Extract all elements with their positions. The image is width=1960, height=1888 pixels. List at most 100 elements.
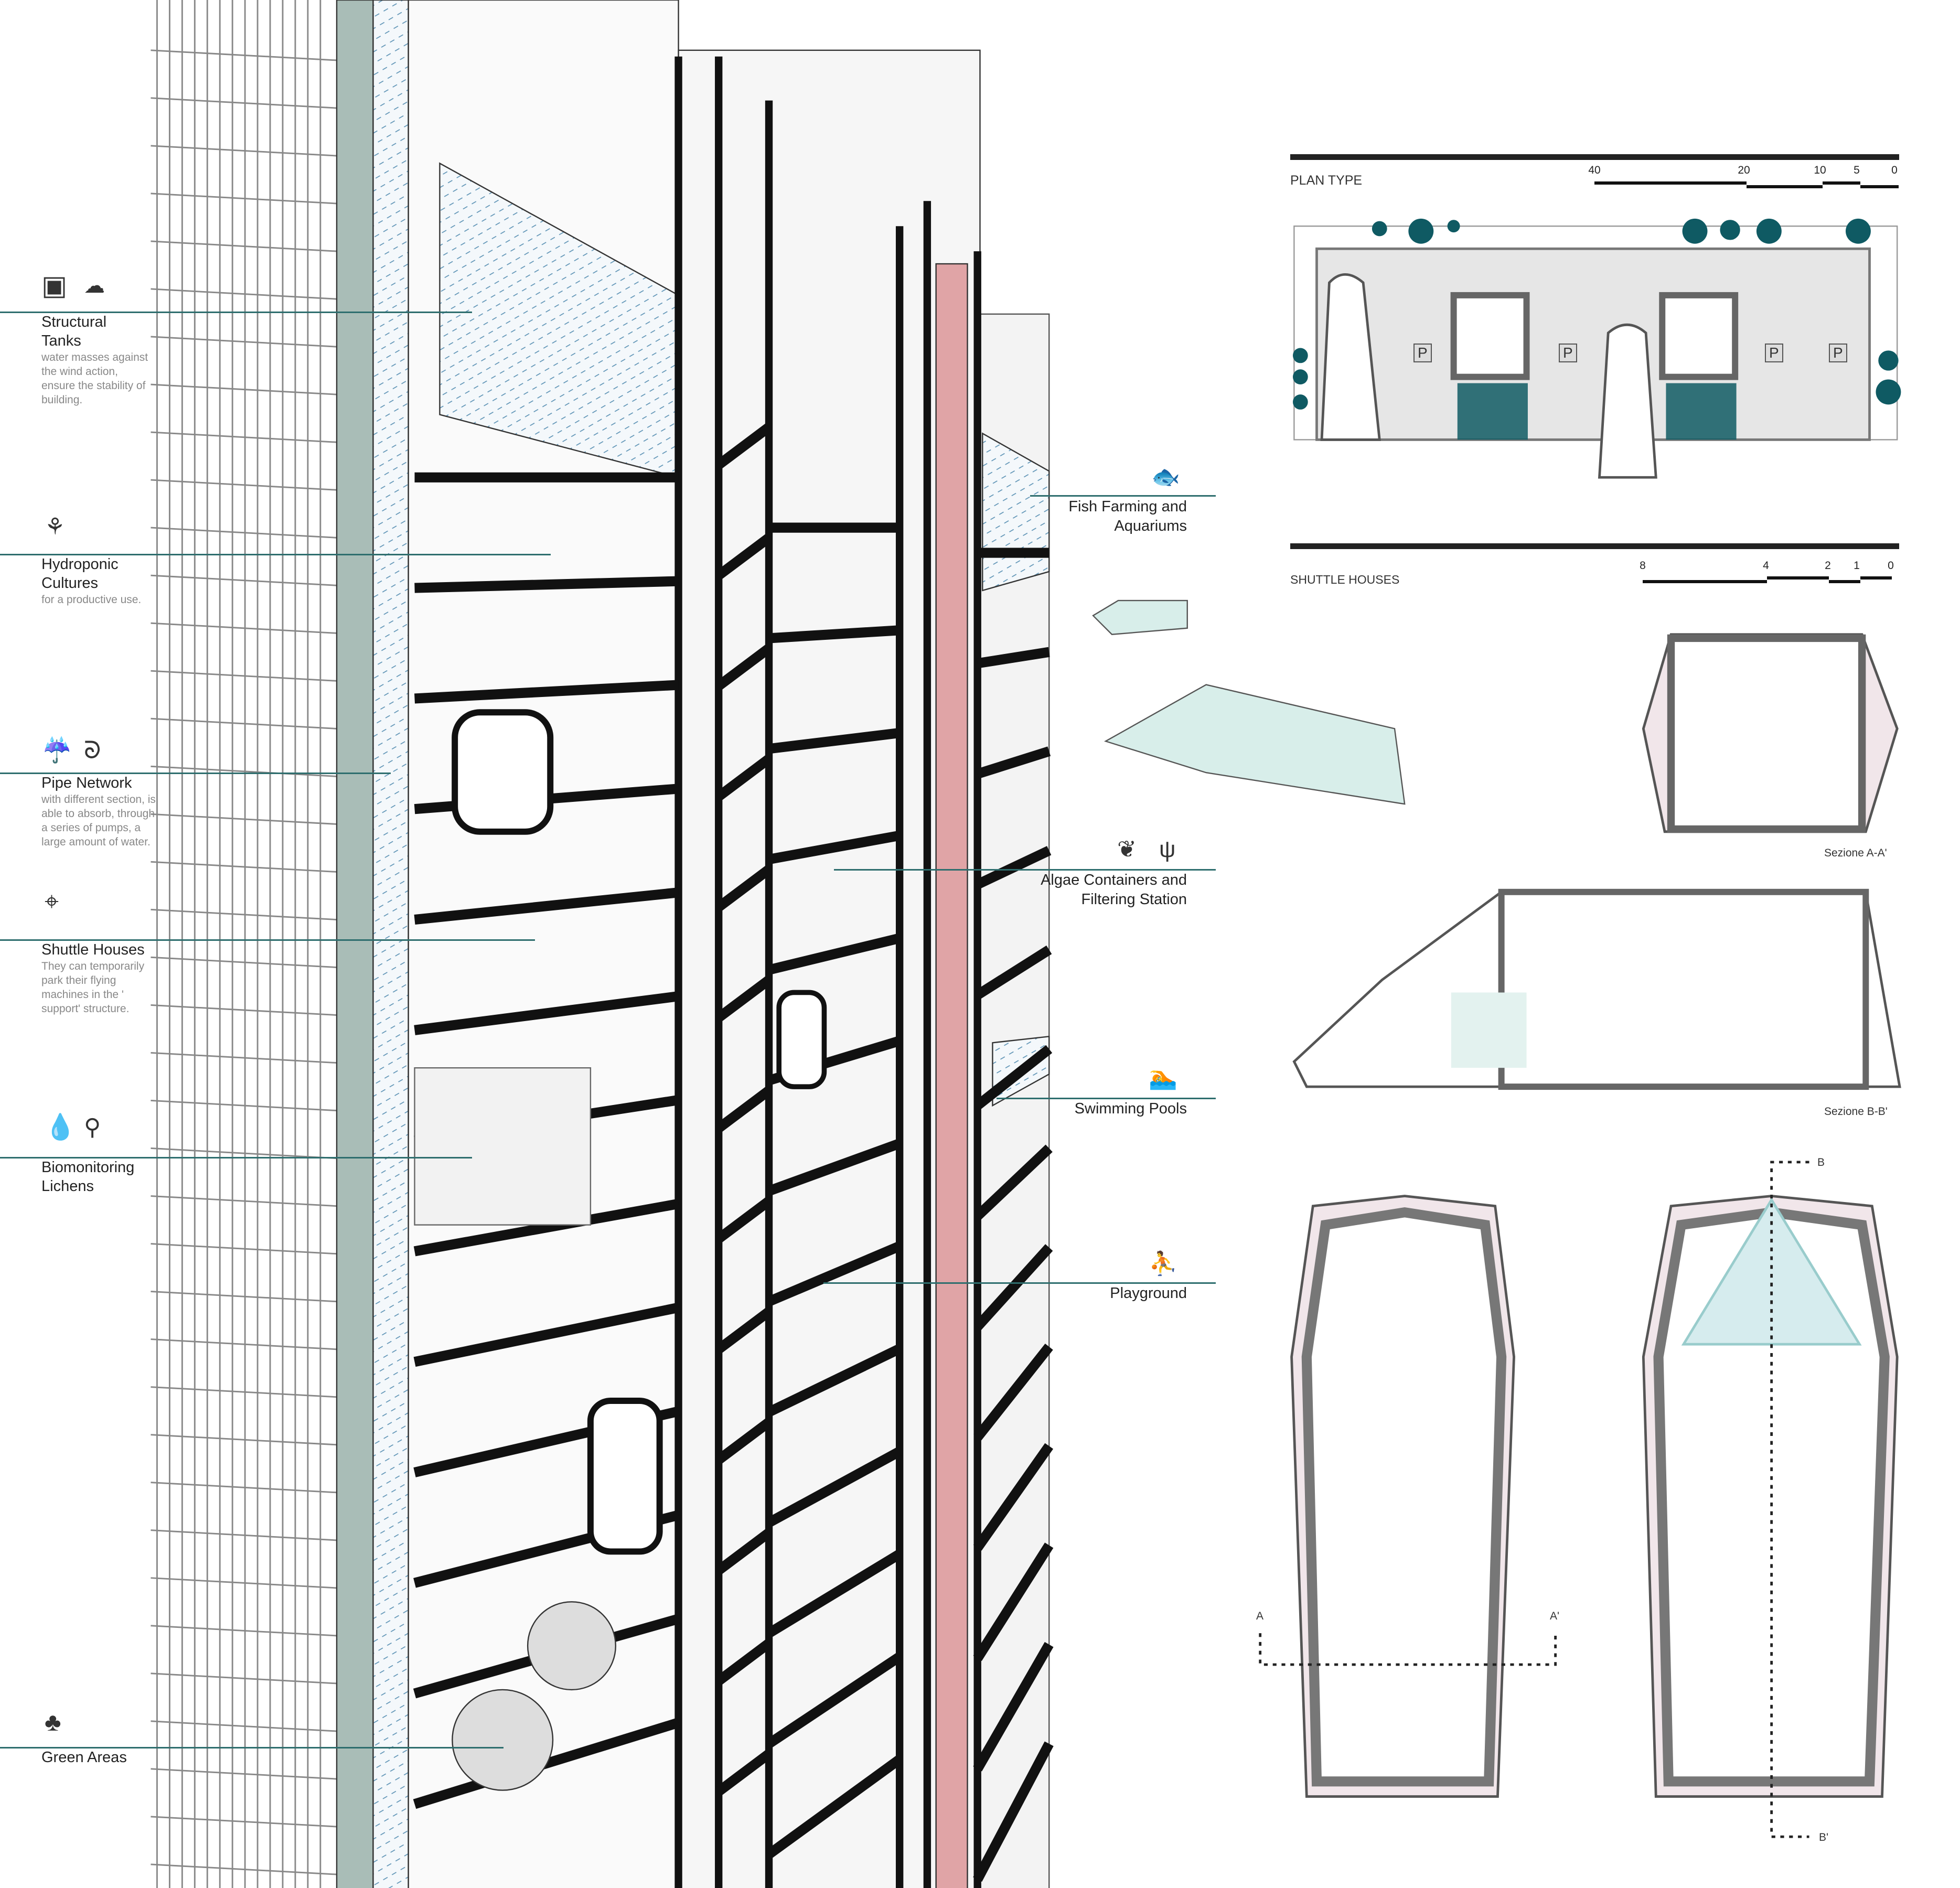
- floor-slab: [715, 423, 772, 469]
- pipe: [151, 717, 337, 730]
- plan-type-drawing: [1292, 218, 1901, 479]
- section-mark-b-prime: B': [1819, 1831, 1829, 1843]
- pipe: [151, 622, 337, 634]
- leader-line: [997, 1098, 1216, 1099]
- floor-slab: [766, 1447, 902, 1527]
- pipe: [151, 383, 337, 395]
- floor-slab: [975, 846, 1052, 889]
- tower-section: [336, 0, 1406, 1888]
- floor-slab: [973, 1542, 1054, 1661]
- floor-slab: [715, 1197, 772, 1243]
- pipe: [151, 240, 337, 252]
- floor-slab: [766, 1755, 903, 1859]
- plan-type-title: PLAN TYPE: [1290, 173, 1363, 188]
- swimmer-icon: 🏊: [1149, 1065, 1177, 1090]
- scale-tick: 10: [1814, 164, 1826, 176]
- pipe-icon: ᘐ: [84, 736, 101, 764]
- pipe: [151, 1577, 337, 1589]
- shuttle-houses-title: SHUTTLE HOUSES: [1290, 573, 1400, 586]
- pipe: [151, 813, 337, 825]
- pipe: [151, 1147, 337, 1160]
- leader-line: [1030, 495, 1216, 497]
- leader-line: [823, 1282, 1216, 1284]
- section-mark-a-prime: A': [1550, 1610, 1560, 1622]
- pipe: [151, 1243, 337, 1255]
- leader-line: [0, 1157, 472, 1158]
- leader-line: [0, 554, 551, 555]
- floor-slab: [768, 830, 901, 864]
- section-aa-caption: Sezione A-A': [1824, 847, 1887, 859]
- wind-icon: ☁: [84, 274, 105, 297]
- pipe: [151, 1720, 337, 1732]
- floor-slab: [973, 1344, 1053, 1441]
- floor-slab: [977, 647, 1050, 669]
- pipe: [151, 431, 337, 443]
- water-drop-icon: 💧: [45, 1113, 76, 1141]
- pipe: [151, 479, 337, 491]
- floor-slab: [715, 1750, 772, 1796]
- floor-slab: [414, 887, 679, 925]
- scale-tick: 20: [1738, 164, 1750, 176]
- floor-slab: [414, 680, 679, 704]
- floor-slab: [414, 991, 679, 1035]
- pipe: [151, 1625, 337, 1637]
- landing-pad-icon: ⌖: [45, 888, 59, 916]
- floor-slab: [414, 576, 679, 593]
- floor-slab: [413, 1198, 680, 1257]
- pipe: [151, 1672, 337, 1685]
- pipe: [151, 1291, 337, 1303]
- floor-slab: [974, 1144, 1053, 1220]
- pipe: [151, 527, 337, 539]
- seaweed-icon: ψ: [1159, 836, 1176, 862]
- pipe: [151, 1482, 337, 1494]
- pipe: [151, 956, 337, 968]
- floor-slab: [973, 1642, 1054, 1772]
- floor-slab: [715, 644, 772, 690]
- pipe: [151, 908, 337, 920]
- lungs-icon: ❦: [1117, 836, 1137, 862]
- pipe: [151, 574, 337, 586]
- pipe: [151, 145, 337, 157]
- pipe: [151, 1816, 337, 1828]
- tree-icon: ♣: [45, 1709, 61, 1736]
- trees: [452, 1601, 616, 1791]
- scale-tick: 1: [1854, 560, 1860, 572]
- pipe-network-lattice: [151, 0, 337, 1888]
- pipe: [151, 97, 337, 109]
- floor-slab: [715, 533, 772, 580]
- floor-slab: [767, 1241, 902, 1306]
- pipe: [151, 861, 337, 873]
- pipe: [151, 1434, 337, 1446]
- scale-tick: 40: [1588, 164, 1601, 176]
- pipe: [151, 1529, 337, 1541]
- rain-cloud-icon: ☔: [42, 736, 72, 764]
- section-mark-a: A: [1256, 1610, 1264, 1622]
- floor-slab: [973, 1741, 1054, 1882]
- faucet-icon: ⚲: [84, 1114, 101, 1140]
- floor-slab: [413, 1302, 680, 1367]
- water-column: [372, 0, 409, 1888]
- parking-sign: P: [1559, 344, 1577, 362]
- floor-slab: [973, 1244, 1053, 1331]
- floor-slab: [768, 625, 900, 643]
- scale-tick: 5: [1854, 164, 1860, 176]
- scale-tick: 0: [1891, 164, 1898, 176]
- floor-slab: [766, 1550, 903, 1638]
- pipe: [151, 1338, 337, 1350]
- floor-slab: [715, 755, 772, 801]
- floor-slab: [767, 1139, 902, 1196]
- leader-line: [0, 939, 535, 941]
- floor-slab: [715, 1639, 772, 1685]
- lichen-cylinders: [414, 1067, 592, 1226]
- pipe: [151, 765, 337, 777]
- floor-slab: [766, 1652, 903, 1748]
- fish-icon: 🐟: [1151, 464, 1180, 490]
- floor-slab: [974, 1045, 1053, 1110]
- plan-type-rule: [1290, 154, 1899, 160]
- label-fish-farming: Fish Farming and Aquariums: [1068, 498, 1187, 534]
- pipe: [151, 1052, 337, 1064]
- scale-tick: 0: [1888, 560, 1894, 572]
